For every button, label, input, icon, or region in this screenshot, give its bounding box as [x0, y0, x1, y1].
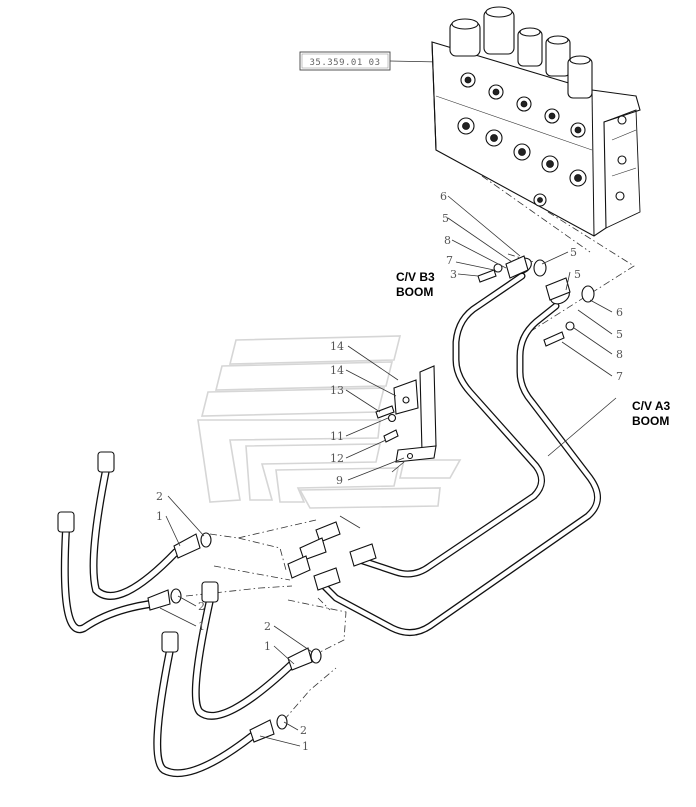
- pipe-b3: [356, 272, 545, 578]
- flange-fittings: [477, 255, 595, 347]
- callout-5: 5: [570, 246, 577, 259]
- reference-number: 35.359.01 03: [309, 58, 380, 68]
- callout-3: 3: [450, 268, 457, 281]
- callout-12: 12: [330, 452, 344, 465]
- callout-2: 2: [156, 490, 163, 503]
- callout-2: 2: [264, 620, 271, 633]
- callout-1: 1: [198, 620, 205, 633]
- callout-8: 8: [616, 348, 623, 361]
- callout-numbers: 6 5 8 7 3 5 5 6 5 8 7 14 14 13 11 12 9 2…: [156, 190, 623, 753]
- label-cv-b3-boom: BOOM: [396, 285, 433, 299]
- callout-14: 14: [330, 340, 344, 353]
- label-cv-a3-boom: BOOM: [632, 414, 669, 428]
- callout-1: 1: [302, 740, 309, 753]
- leader-lines: [159, 195, 617, 747]
- callout-1: 1: [264, 640, 271, 653]
- callout-2: 2: [198, 600, 205, 613]
- callout-6: 6: [440, 190, 447, 203]
- label-cv-a3: C/V A3: [632, 399, 671, 413]
- assembly-labels: C/V B3 BOOM C/V A3 BOOM: [396, 270, 671, 428]
- label-cv-b3: C/V B3: [396, 270, 435, 284]
- mounting-bracket: [375, 365, 437, 463]
- pipe-a3: [316, 302, 601, 636]
- callout-1: 1: [156, 510, 163, 523]
- callout-7: 7: [616, 370, 623, 383]
- callout-6: 6: [616, 306, 623, 319]
- callout-2: 2: [300, 724, 307, 737]
- callout-7: 7: [446, 254, 453, 267]
- callout-5: 5: [574, 268, 581, 281]
- adapter-fittings: [287, 521, 377, 591]
- callout-8: 8: [444, 234, 451, 247]
- reference-box: 35.359.01 03: [299, 51, 441, 71]
- control-valve-block: [431, 6, 641, 237]
- callout-5: 5: [442, 212, 449, 225]
- callout-5: 5: [616, 328, 623, 341]
- hoses: [57, 451, 322, 778]
- callout-9: 9: [336, 474, 343, 487]
- callout-14: 14: [330, 364, 344, 377]
- callout-13: 13: [330, 384, 344, 397]
- callout-11: 11: [330, 430, 344, 443]
